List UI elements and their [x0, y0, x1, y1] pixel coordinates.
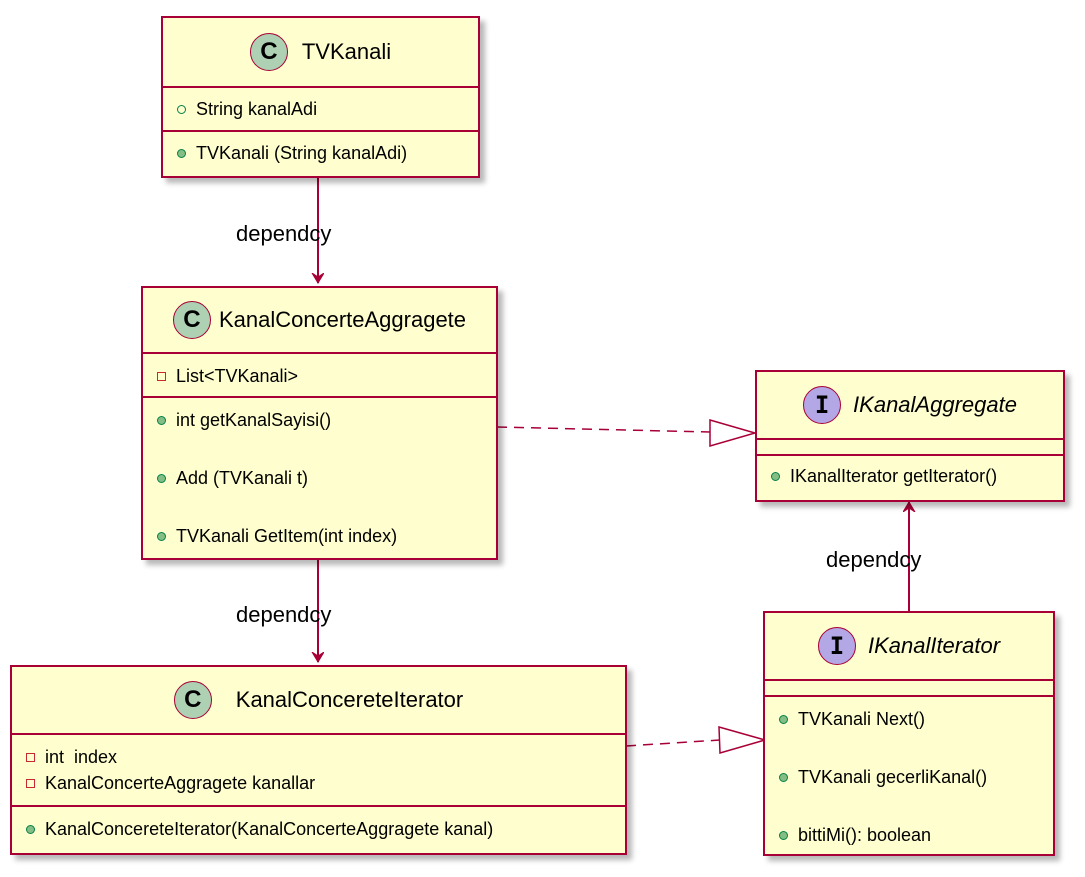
class-name: TVKanali [301, 39, 392, 64]
methods-section: IKanalIterator getIterator() [757, 456, 1063, 500]
method-item: TVKanali Next() [779, 709, 925, 730]
field-item: int index [26, 747, 117, 768]
class-header: C KanalConcerteAggragete [143, 288, 496, 354]
class-name: KanalConcereteIterator [235, 687, 464, 712]
interface-ikanaliterator[interactable]: I IKanalIterator TVKanali Next() TVKanal… [763, 611, 1055, 856]
public-method-icon [157, 416, 166, 425]
method-item: Add (TVKanali t) [157, 468, 308, 489]
public-method-icon [157, 474, 166, 483]
private-visibility-icon [157, 372, 166, 381]
methods-section: int getKanalSayisi() Add (TVKanali t) TV… [143, 398, 496, 558]
fields-section [765, 681, 1053, 697]
dependency-label-tvkanali-aggregate: dependcy [236, 221, 332, 246]
interface-header: I IKanalIterator [765, 613, 1053, 681]
realization-line-aggregate [496, 426, 711, 433]
class-stereotype-icon: C [249, 33, 288, 71]
interface-stereotype-icon: I [803, 386, 842, 424]
method-item: TVKanali gecerliKanal() [779, 767, 987, 788]
public-method-icon [157, 532, 166, 541]
interface-stereotype-icon: I [817, 627, 856, 665]
public-method-icon [771, 472, 780, 481]
class-kanalconcerteaggragete[interactable]: C KanalConcerteAggragete List<TVKanali> … [141, 286, 498, 560]
realization-line-iterator [625, 739, 721, 747]
realization-triangle-aggregate [709, 419, 758, 447]
interface-name: IKanalAggregate [853, 392, 1017, 417]
private-visibility-icon [26, 779, 35, 788]
interface-header: I IKanalAggregate [757, 372, 1063, 440]
fields-section: String kanalAdi [163, 88, 478, 132]
dependency-label-aggregate-iterator: dependcy [236, 602, 332, 627]
public-method-icon [779, 773, 788, 782]
public-visibility-icon [177, 105, 186, 114]
method-item: KanalConcereteIterator(KanalConcerteAggr… [26, 819, 493, 840]
class-stereotype-icon: C [173, 681, 212, 719]
methods-section: KanalConcereteIterator(KanalConcerteAggr… [12, 807, 625, 853]
realization-triangle-iterator [718, 725, 768, 754]
method-item: TVKanali (String kanalAdi) [177, 143, 407, 164]
class-header: C KanalConcereteIterator [12, 667, 625, 735]
class-stereotype-icon: C [172, 301, 211, 339]
methods-section: TVKanali Next() TVKanali gecerliKanal() … [765, 697, 1053, 854]
public-method-icon [26, 825, 35, 834]
dependency-label-ikanaliterator-ikanalaggregate: dependcy [826, 547, 922, 572]
fields-section: List<TVKanali> [143, 354, 496, 398]
fields-section [757, 440, 1063, 456]
private-visibility-icon [26, 753, 35, 762]
field-item: KanalConcerteAggragete kanallar [26, 773, 315, 794]
method-item: bittiMi(): boolean [779, 825, 931, 846]
public-method-icon [779, 831, 788, 840]
class-name: KanalConcerteAggragete [218, 307, 467, 332]
public-method-icon [779, 715, 788, 724]
public-method-icon [177, 149, 186, 158]
class-kanalconcereteiterator[interactable]: C KanalConcereteIterator int index Kanal… [10, 665, 627, 855]
interface-name: IKanalIterator [867, 633, 1001, 658]
methods-section: TVKanali (String kanalAdi) [163, 132, 478, 176]
method-item: TVKanali GetItem(int index) [157, 526, 397, 547]
method-item: int getKanalSayisi() [157, 410, 331, 431]
class-tvkanali[interactable]: C TVKanali String kanalAdi TVKanali (Str… [161, 16, 480, 178]
fields-section: int index KanalConcerteAggragete kanalla… [12, 735, 625, 807]
interface-ikanalaggregate[interactable]: I IKanalAggregate IKanalIterator getIter… [755, 370, 1065, 502]
class-header: C TVKanali [163, 18, 478, 88]
field-item: String kanalAdi [177, 99, 317, 120]
field-item: List<TVKanali> [157, 366, 298, 387]
method-item: IKanalIterator getIterator() [771, 466, 997, 487]
